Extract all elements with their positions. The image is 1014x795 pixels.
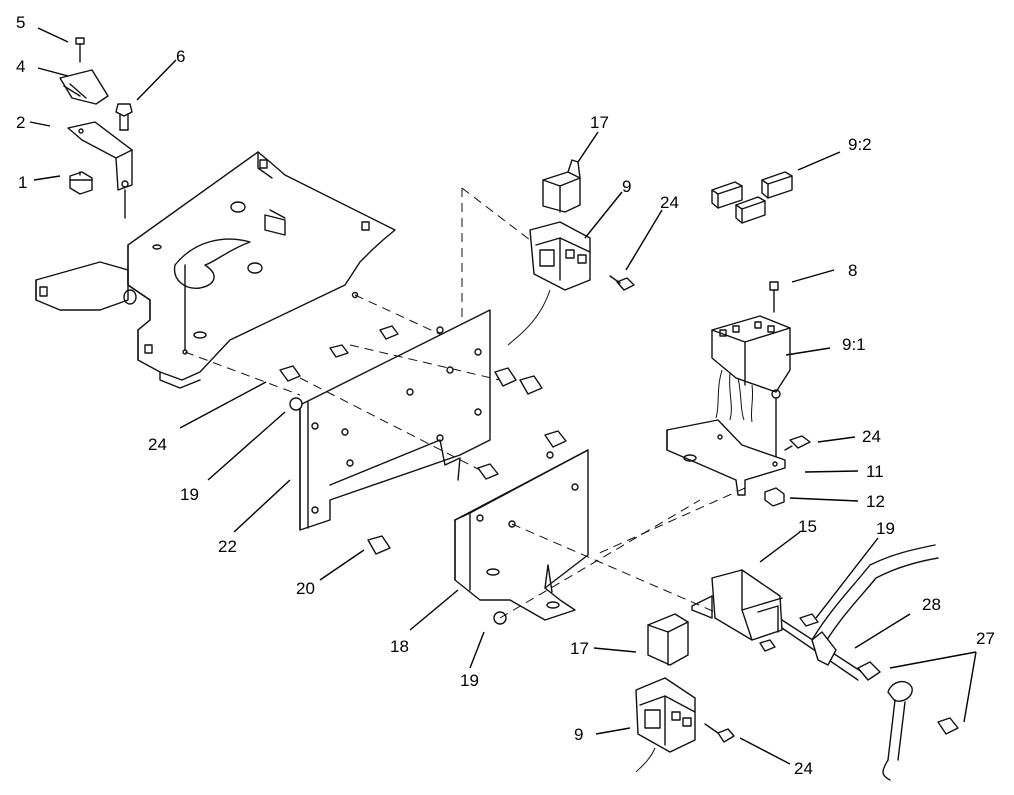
- callout-9-2: 9:2: [848, 135, 872, 154]
- callout-18: 18: [390, 637, 409, 656]
- callout-labels: 5 4 6 2 1 17 9 24 9:2 8 9:1 24 11 12 24 …: [16, 13, 995, 778]
- callout-9-1: 9:1: [842, 335, 866, 354]
- callout-9-upper: 9: [622, 177, 631, 196]
- callout-15: 15: [798, 517, 817, 536]
- callout-24-lower: 24: [794, 759, 813, 778]
- base-plate: [35, 151, 471, 396]
- callout-24-left: 24: [148, 435, 167, 454]
- callout-9-lower: 9: [574, 725, 583, 744]
- callout-17-upper: 17: [590, 113, 609, 132]
- callout-20: 20: [296, 579, 315, 598]
- callout-5: 5: [16, 13, 25, 32]
- callout-19-bottom: 19: [460, 671, 479, 690]
- fuse-parts: [711, 171, 793, 224]
- callout-28: 28: [922, 595, 941, 614]
- callout-6: 6: [176, 47, 185, 66]
- callout-19-left: 19: [180, 485, 199, 504]
- callout-17-lower: 17: [570, 639, 589, 658]
- callout-27: 27: [976, 629, 995, 648]
- relay-socket-lower: [635, 677, 735, 773]
- switch-bracket-assembly: [59, 37, 133, 219]
- fuse-block-assembly: [594, 281, 811, 556]
- angle-bracket: [454, 449, 716, 625]
- callout-22: 22: [218, 537, 237, 556]
- leader-lines: [29, 27, 977, 765]
- callout-4: 4: [16, 57, 25, 76]
- callout-1: 1: [18, 173, 27, 192]
- power-connector: [691, 569, 863, 681]
- callout-11: 11: [866, 462, 884, 481]
- mounting-plate: [279, 309, 567, 555]
- relay-socket-upper: [461, 187, 635, 350]
- relay-upper: [542, 159, 581, 213]
- callout-8: 8: [848, 261, 857, 280]
- battery-cable: [811, 544, 959, 781]
- callout-12: 12: [866, 492, 885, 511]
- relay-lower: [647, 613, 689, 666]
- callout-2: 2: [16, 113, 25, 132]
- callout-19-right: 19: [876, 519, 895, 538]
- callout-24-right: 24: [862, 427, 881, 446]
- callout-24-upper: 24: [660, 193, 679, 212]
